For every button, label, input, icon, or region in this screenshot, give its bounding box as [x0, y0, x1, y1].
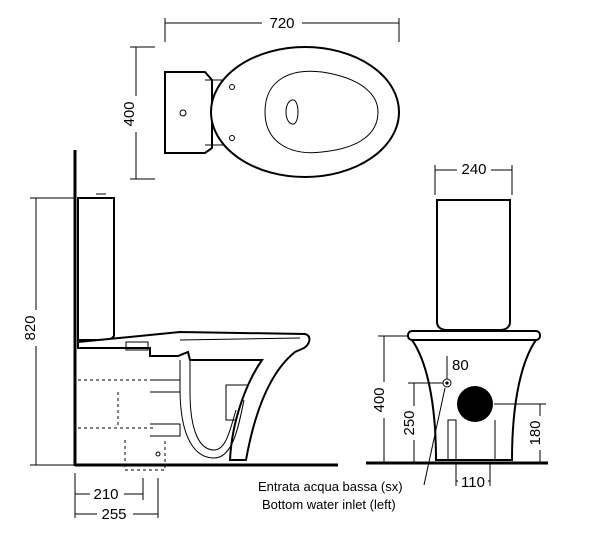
dim-tank-width-240: 240 [461, 161, 486, 178]
top-drain [285, 99, 299, 125]
side-view: 820 210 255 [21, 150, 338, 523]
top-tank-shape [164, 71, 213, 154]
dim-outlet-height-180: 180 [527, 420, 544, 445]
top-view: 720 400 [120, 12, 400, 180]
dim-inlet-height-250: 250 [401, 410, 418, 435]
note-inlet-it: Entrata acqua bassa (sx) [258, 479, 403, 494]
top-bowl-inner [264, 70, 379, 154]
top-seat-outline [210, 46, 400, 178]
top-tank-hole [179, 109, 187, 117]
side-cistern [77, 197, 115, 341]
outlet-circle [457, 386, 493, 422]
front-tank [436, 199, 511, 331]
dim-height-820: 820 [22, 315, 39, 340]
dim-outlet-255: 255 [101, 506, 126, 523]
dim-offset-110: 110 [461, 474, 485, 491]
inlet-leader [423, 387, 446, 486]
dim-width-720: 720 [269, 15, 294, 32]
front-seat [407, 330, 541, 341]
dim-outlet-210: 210 [93, 486, 118, 503]
side-trap [189, 360, 237, 451]
dim-depth-400: 400 [121, 101, 138, 126]
front-view: 240 400 250 80 180 [366, 160, 548, 491]
side-bowl [77, 330, 311, 461]
dim-inlet-80: 80 [452, 357, 469, 374]
note-inlet-en: Bottom water inlet (left) [262, 497, 396, 512]
dim-bowl-height-400: 400 [371, 387, 388, 412]
